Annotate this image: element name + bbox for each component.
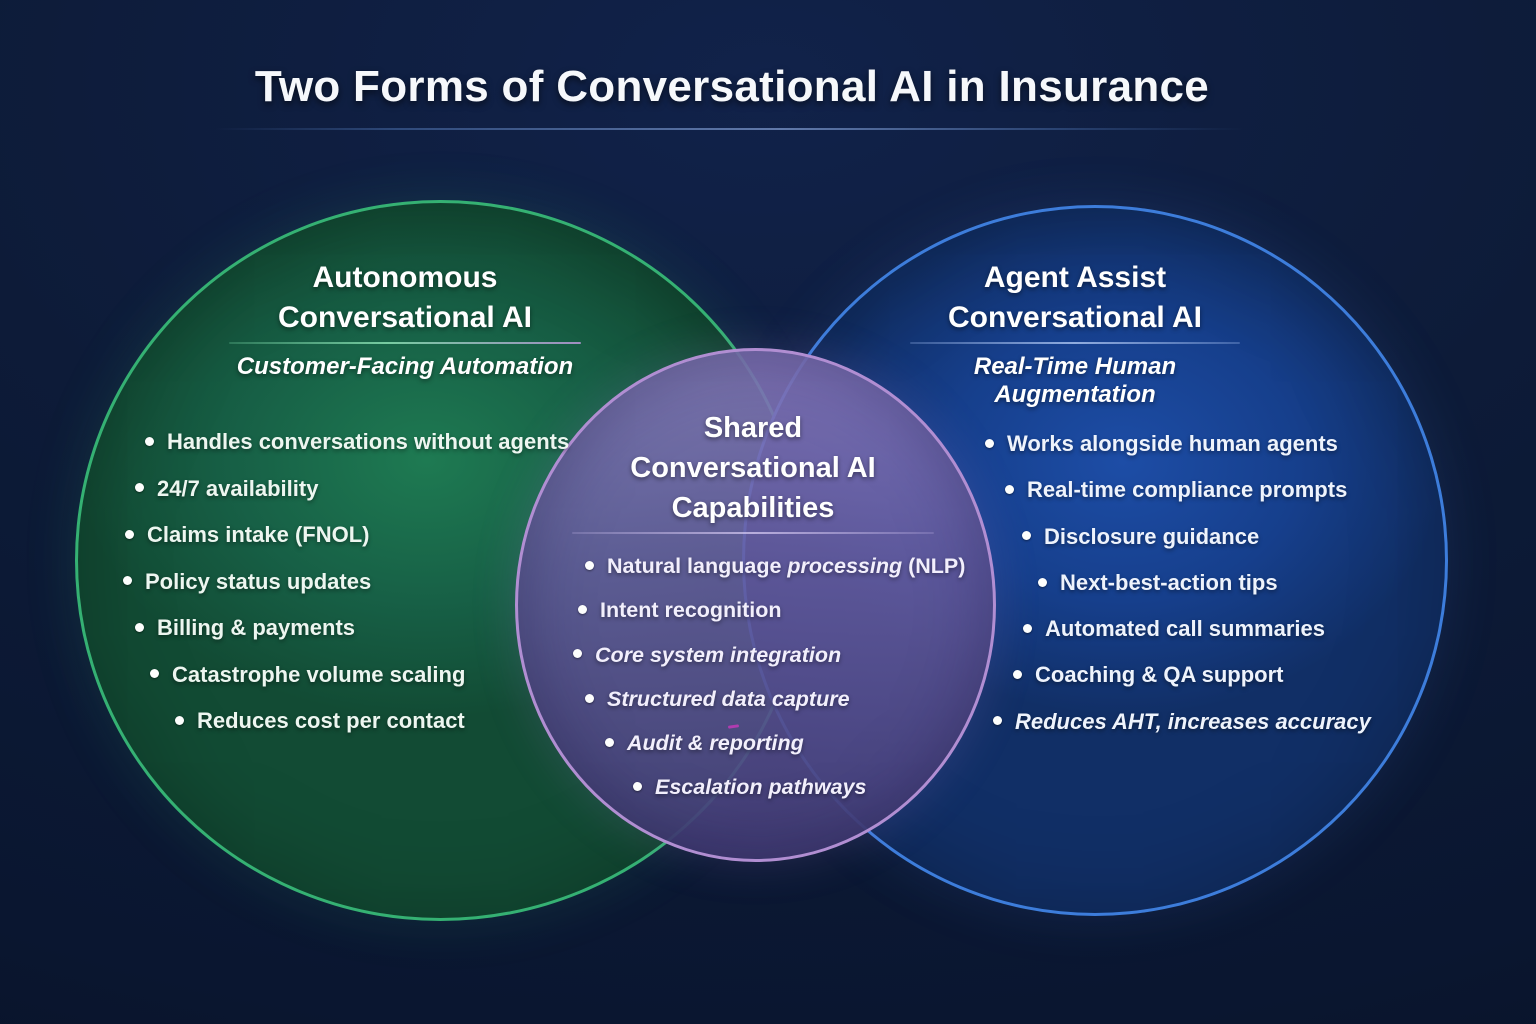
bullet-item: Automated call summaries bbox=[1023, 606, 1371, 652]
left-bullet-list: Handles conversations without agents 24/7… bbox=[75, 419, 569, 745]
bullet-item: Escalation pathways bbox=[633, 765, 965, 809]
bullet-text: Claims intake (FNOL) bbox=[147, 522, 370, 547]
center-circle-title-line1: Shared bbox=[703, 412, 803, 444]
page-title: Two Forms of Conversational AI in Insura… bbox=[254, 62, 1210, 111]
bullet-item: Handles conversations without agents bbox=[145, 419, 569, 466]
bullet-dot bbox=[145, 436, 154, 446]
bullet-item: Reduces cost per contact bbox=[175, 698, 569, 745]
bullet-dot bbox=[573, 649, 582, 659]
bullet-text: Escalation pathways bbox=[655, 775, 867, 800]
bullet-dot bbox=[135, 622, 144, 632]
right-circle-title-line1: Agent Assist bbox=[983, 261, 1167, 294]
bullet-dot bbox=[633, 782, 642, 792]
left-circle-title-line1: Autonomous bbox=[312, 261, 498, 294]
left-circle-subtitle: Customer-Facing Automation bbox=[236, 353, 574, 380]
bullet-item: Real-time compliance prompts bbox=[1005, 467, 1371, 513]
left-circle-header: Autonomous Conversational AI Customer-Fa… bbox=[222, 258, 588, 381]
bullet-text: Real-time compliance prompts bbox=[1027, 477, 1348, 503]
bullet-text: 24/7 availability bbox=[157, 475, 319, 501]
bullet-text: Coaching & QA support bbox=[1035, 662, 1284, 688]
bullet-dot bbox=[1038, 577, 1047, 587]
bullet-item: Policy status updates bbox=[123, 559, 569, 606]
bullet-item: Audit & reporting bbox=[605, 721, 965, 765]
bullet-text: Natural language bbox=[607, 554, 788, 578]
bullet-text: (NLP) bbox=[902, 554, 966, 578]
bullet-item: Coaching & QA support bbox=[1013, 652, 1371, 698]
bullet-dot bbox=[135, 483, 144, 493]
center-circle-title-line3: Capabilities bbox=[671, 492, 835, 524]
bullet-dot bbox=[578, 605, 587, 615]
bullet-text: Handles conversations without agents bbox=[167, 429, 570, 454]
bullet-dot bbox=[1022, 531, 1031, 541]
bullet-dot bbox=[985, 438, 994, 448]
center-header-divider bbox=[572, 532, 934, 534]
bullet-dot bbox=[993, 716, 1002, 726]
bullet-dot bbox=[605, 738, 614, 748]
bullet-text: Billing & payments bbox=[157, 615, 356, 640]
bullet-text: Reduces cost per contact bbox=[197, 708, 465, 733]
left-circle-title-line2: Conversational AI bbox=[278, 301, 532, 334]
bullet-text: Disclosure guidance bbox=[1044, 523, 1260, 549]
center-venn-circle bbox=[515, 348, 996, 862]
right-circle-header: Agent Assist Conversational AI Real-Time… bbox=[905, 258, 1245, 409]
bullet-item: Next-best-action tips bbox=[1038, 560, 1371, 606]
bullet-dot bbox=[585, 693, 594, 703]
bullet-dot bbox=[1005, 484, 1014, 494]
center-circle-header: Shared Conversational AI Capabilities bbox=[565, 408, 941, 534]
bullet-dot bbox=[150, 669, 159, 679]
bullet-text: Audit & reporting bbox=[627, 731, 804, 756]
bullet-text: Next-best-action tips bbox=[1060, 569, 1278, 595]
bullet-dot bbox=[175, 715, 184, 725]
right-circle-title-line2: Conversational AI bbox=[948, 301, 1202, 334]
bullet-item: Intent recognition bbox=[578, 588, 965, 632]
bullet-dot bbox=[585, 560, 594, 570]
bullet-item: Billing & payments bbox=[135, 605, 569, 652]
bullet-item: Core system integration bbox=[573, 633, 965, 677]
bullet-item: Disclosure guidance bbox=[1022, 514, 1371, 560]
right-header-divider bbox=[910, 342, 1240, 344]
center-bullet-list: Natural language processing (NLP) Intent … bbox=[515, 544, 965, 810]
right-circle-subtitle: Real-Time Human Augmentation bbox=[973, 353, 1177, 408]
bullet-item: Works alongside human agents bbox=[985, 421, 1371, 467]
bullet-text: Structured data capture bbox=[607, 686, 850, 711]
bullet-dot bbox=[1023, 623, 1032, 633]
bullet-item: Claims intake (FNOL) bbox=[125, 512, 569, 559]
bullet-text: Policy status updates bbox=[145, 568, 372, 594]
bullet-item: Structured data capture bbox=[585, 677, 965, 721]
bullet-item: 24/7 availability bbox=[135, 466, 569, 513]
bullet-text: Intent recognition bbox=[600, 598, 782, 623]
left-header-divider bbox=[229, 342, 581, 344]
bullet-dot bbox=[125, 529, 134, 539]
bullet-text: processing bbox=[787, 554, 903, 578]
bullet-text: Reduces AHT, increases accuracy bbox=[1015, 708, 1371, 734]
bullet-item: Reduces AHT, increases accuracy bbox=[993, 699, 1371, 745]
bullet-dot bbox=[123, 576, 132, 586]
bullet-item: Natural language processing (NLP) bbox=[585, 544, 965, 588]
bullet-text: Catastrophe volume scaling bbox=[172, 661, 466, 687]
bullet-dot bbox=[1013, 670, 1022, 680]
bullet-text: Works alongside human agents bbox=[1007, 431, 1338, 456]
title-divider bbox=[215, 128, 1245, 130]
bullet-item: Catastrophe volume scaling bbox=[150, 652, 569, 699]
center-circle-title-line2: Conversational AI bbox=[630, 452, 876, 484]
bullet-text: Core system integration bbox=[595, 642, 842, 667]
bullet-text: Automated call summaries bbox=[1045, 616, 1325, 642]
